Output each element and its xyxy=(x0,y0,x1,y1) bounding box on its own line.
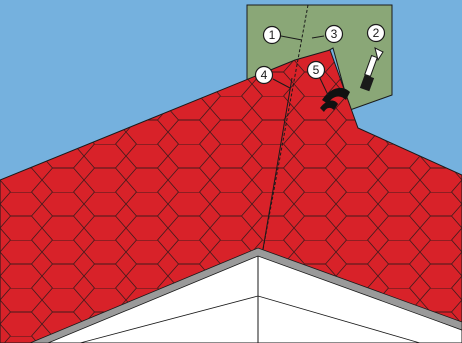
eave-lower-line-right xyxy=(257,295,421,343)
callout-2: 2 xyxy=(366,23,386,43)
paint-brush-icon xyxy=(359,47,384,92)
callout-5: 5 xyxy=(306,60,326,80)
sealant-strip-icon-2 xyxy=(320,100,338,112)
callout-5-label: 5 xyxy=(313,63,320,77)
sealant-strip-icon xyxy=(322,87,350,104)
hip-ridge-line xyxy=(261,4,309,256)
callout-1-label: 1 xyxy=(269,28,276,42)
callout-4-label: 4 xyxy=(261,68,268,82)
callout-3-label: 3 xyxy=(331,27,338,41)
leader-1 xyxy=(280,35,303,41)
leader-3 xyxy=(311,35,325,39)
leader-4 xyxy=(272,78,291,89)
hip-edge-line xyxy=(261,77,293,256)
callout-3: 3 xyxy=(324,24,344,44)
callout-1: 1 xyxy=(262,25,282,45)
callout-2-label: 2 xyxy=(373,26,380,40)
eave-lower-line-left xyxy=(79,295,259,343)
callout-4: 4 xyxy=(254,65,274,85)
eave-grey-band xyxy=(29,247,462,343)
